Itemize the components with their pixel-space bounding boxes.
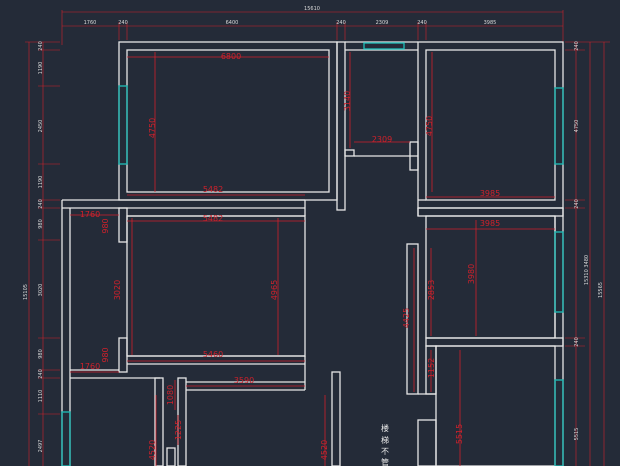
left-seg-5: 240 [38, 199, 44, 209]
top-seg-5: 2309 [376, 20, 389, 26]
internal-dimension-lines [70, 52, 555, 466]
right-seg-5: 5515 [574, 428, 580, 441]
left-seg-4: 1190 [38, 176, 44, 189]
dim-corridor-b: 5482 [203, 214, 223, 223]
top-seg-1: 1760 [84, 20, 97, 26]
top-seg-4: 240 [336, 20, 346, 26]
left-seg-2: 1190 [38, 62, 44, 75]
left-seg-8: 980 [38, 349, 44, 359]
left-seg-7: 3020 [38, 284, 44, 297]
right-seg-4: 240 [574, 337, 580, 347]
right-total-dim: 15565 [598, 282, 604, 298]
left-seg-9: 240 [38, 369, 44, 379]
note-char-1: 楼 [381, 423, 389, 433]
dim-r4-height: 3980 [467, 264, 476, 284]
dim-bottom-h4: 4520 [320, 440, 329, 460]
left-seg-3: 2450 [38, 120, 44, 133]
dim-bottom-h3: 4520 [148, 440, 157, 460]
left-dimension-chain: 15105 240 1190 2450 1190 240 980 3020 98… [23, 41, 60, 466]
dim-left-small-a: 980 [101, 218, 110, 233]
dim-living-height2: 4965 [270, 280, 279, 300]
dim-r3-height: 4750 [425, 116, 434, 136]
note-char-2: 梯 [381, 435, 389, 445]
dim-stair-b: 4425 [402, 308, 411, 328]
windows [61, 42, 564, 466]
walls [61, 41, 564, 466]
dim-bottom-width: 3590 [234, 376, 254, 385]
dim-left-strip-a: 1760 [80, 210, 100, 219]
right-inner-dim: 15310 3480 [584, 255, 590, 285]
right-dimension-chain: 240 4750 240 240 5515 15310 3480 15565 [565, 41, 610, 466]
top-seg-6: 240 [417, 20, 427, 26]
dim-r1-width: 6800 [221, 52, 241, 61]
top-seg-2: 240 [118, 20, 128, 26]
dim-living-height: 3020 [113, 280, 122, 300]
top-dimension-chain: 15610 1760 240 6400 240 2309 240 3985 [61, 6, 564, 45]
left-seg-1: 240 [38, 41, 44, 51]
note-char-3: 不 [381, 447, 389, 456]
dim-r2-width: 2309 [372, 135, 392, 144]
dim-r4-width: 3985 [480, 219, 500, 228]
dim-r1-height: 4750 [148, 118, 157, 138]
note-char-4: 管 [381, 457, 389, 466]
dim-r2-height: 3140 [343, 91, 352, 111]
dim-left-small-b: 980 [101, 347, 110, 362]
top-total-dim: 15610 [304, 6, 320, 12]
dim-left-strip-b: 1760 [80, 362, 100, 371]
right-seg-2: 4750 [574, 120, 580, 133]
right-seg-1: 240 [574, 41, 580, 51]
dim-corridor-a: 5482 [203, 185, 223, 194]
top-seg-7: 3985 [484, 20, 497, 26]
dim-stair-c: 1152 [427, 358, 436, 378]
dim-living-width: 5460 [203, 350, 223, 359]
stair-note: 楼 梯 不 管 [381, 423, 389, 466]
dim-r3-width: 3985 [480, 189, 500, 198]
dim-bottom-h2: 1225 [174, 420, 183, 440]
dim-bottom-h1: 1080 [166, 385, 175, 405]
left-seg-11: 2497 [38, 440, 44, 453]
dim-bottom-right: 5515 [455, 424, 464, 444]
left-seg-10: 1110 [38, 390, 44, 403]
top-seg-3: 6400 [226, 20, 239, 26]
right-seg-3: 240 [574, 199, 580, 209]
internal-dimension-texts: 6800 4750 3140 2309 4750 3985 5482 5482 … [80, 52, 500, 460]
left-total-dim: 15105 [23, 284, 29, 300]
left-seg-6: 980 [38, 219, 44, 229]
dim-stair-a: 2853 [427, 280, 436, 300]
